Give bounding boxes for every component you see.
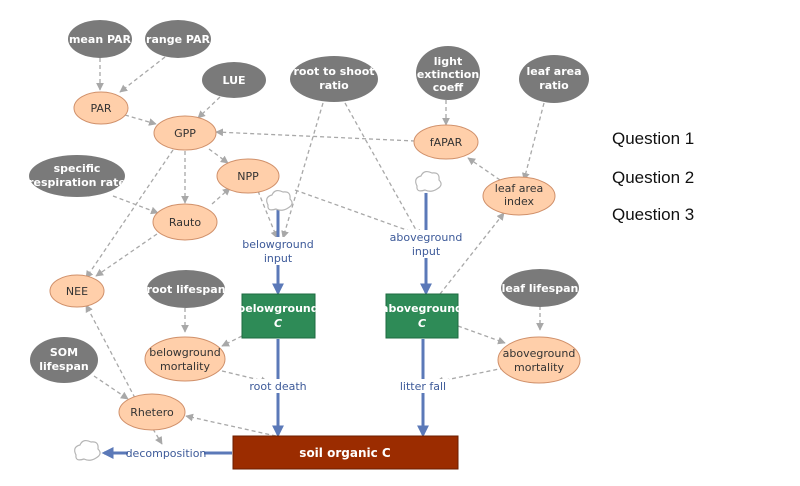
node-belowground-mortality[interactable]: belowground mortality [144,336,226,382]
param-root-lifespan[interactable]: root lifespan [146,270,226,308]
flow-label-ag-input-line1: aboveground [390,231,463,244]
question-1-link[interactable]: Question 1 [612,129,695,148]
param-specific-resp-line2: respiration rate [28,176,126,189]
node-par-label: PAR [90,102,111,115]
link-par-gpp [124,114,157,126]
link-rhetero-decomp [152,428,163,445]
pool-aboveground-c[interactable]: aboveground C [381,293,463,339]
node-nee[interactable]: NEE [49,274,105,308]
param-light-ext-line2: extinction [417,68,479,81]
node-gpp[interactable]: GPP [153,115,217,151]
link-gpp-nee [85,149,174,279]
node-rauto-label: Rauto [169,216,201,229]
param-som-lifespan-line1: SOM [50,346,78,359]
link-soil-rhetero [185,413,277,437]
flow-label-bg-input-line2: input [264,252,293,265]
node-par[interactable]: PAR [73,91,129,125]
node-leaf-area-index-line2: index [504,195,535,208]
link-leafarearatio-lai [521,102,545,181]
link-lai-fapar [467,157,501,181]
param-som-lifespan-line2: lifespan [39,360,88,373]
link-rootshoot-aginput [344,102,421,238]
node-npp-label: NPP [237,170,259,183]
node-leaf-area-index-line1: leaf area [495,182,543,195]
link-rauto-nee [95,233,158,277]
flow-label-decomposition: decomposition [126,447,207,460]
node-rauto[interactable]: Rauto [152,203,218,241]
param-som-lifespan[interactable]: SOM lifespan [30,337,98,383]
flow-label-ag-input-line2: input [412,245,441,258]
param-leaf-area-ratio[interactable]: leaf area ratio [519,55,589,103]
node-ag-mortality-line1: aboveground [503,347,576,360]
param-lue-label: LUE [222,74,245,87]
pool-aboveground-line2: C [418,317,426,330]
link-gpp-npp [208,148,229,164]
param-root-shoot-ratio-line2: ratio [319,79,349,92]
pool-belowground-c[interactable]: belowground C [237,293,319,339]
param-range-par-label: range PAR [146,33,210,46]
cloud-sink-decomposition-icon [74,439,101,461]
node-npp[interactable]: NPP [216,158,280,194]
param-lue[interactable]: LUE [202,62,266,98]
node-ag-mortality-line2: mortality [514,361,564,374]
cloud-source-aboveground-icon [415,170,442,192]
node-leaf-area-index[interactable]: leaf area index [482,176,556,216]
node-nee-label: NEE [66,285,88,298]
node-rhetero[interactable]: Rhetero [118,393,186,431]
link-fapar-gpp [215,128,416,142]
node-fapar-label: fAPAR [430,136,463,149]
link-rauto-npp [211,187,231,205]
node-fapar[interactable]: fAPAR [413,124,479,160]
param-light-ext-line3: coeff [433,81,464,94]
link-specresp-rauto [112,195,159,215]
question-3-link[interactable]: Question 3 [612,205,695,224]
flow-label-litter-fall: litter fall [400,380,446,393]
param-specific-resp-line1: specific [54,162,101,175]
pool-soil-organic-c[interactable]: soil organic C [232,435,459,470]
link-rhetero-nee [85,304,136,399]
param-specific-respiration-rate[interactable]: specific respiration rate [28,155,126,197]
link-agc-lai [439,212,505,295]
pool-soil-label: soil organic C [299,446,391,460]
flow-label-bg-input-line1: belowground [242,238,313,251]
param-root-shoot-ratio[interactable]: root to shoot ratio [290,56,378,102]
link-lue-gpp [197,96,221,119]
param-root-lifespan-label: root lifespan [146,283,225,296]
node-bg-mortality-line1: belowground [149,346,220,359]
link-rootshoot-bginput [281,102,324,239]
param-leaf-lifespan[interactable]: leaf lifespan [501,269,579,307]
link-npp-bginput [257,190,278,239]
flow-label-root-death: root death [249,380,306,393]
pool-aboveground-line1: aboveground [381,302,463,315]
param-light-ext-line1: light [434,55,463,68]
param-range-par[interactable]: range PAR [145,20,211,58]
pool-belowground-line1: belowground [237,302,318,315]
param-leaf-lifespan-label: leaf lifespan [502,282,579,295]
link-agc-agmort [457,325,506,345]
param-light-extinction-coeff[interactable]: light extinction coeff [416,46,480,100]
question-2-link[interactable]: Question 2 [612,168,695,187]
link-bgc-bgmort [221,335,243,347]
param-leaf-area-ratio-line1: leaf area [527,65,582,78]
node-rhetero-label: Rhetero [130,406,174,419]
node-gpp-label: GPP [174,127,196,140]
param-root-shoot-ratio-line1: root to shoot [293,65,374,78]
param-mean-par-label: mean PAR [69,33,132,46]
cloud-source-belowground-icon [266,189,293,211]
pool-belowground-line2: C [274,317,282,330]
link-npp-aginput [294,189,427,239]
param-mean-par[interactable]: mean PAR [68,20,132,58]
node-aboveground-mortality[interactable]: aboveground mortality [497,336,581,384]
param-leaf-area-ratio-line2: ratio [539,79,569,92]
node-bg-mortality-line2: mortality [160,360,210,373]
link-somlifespan-rhetero [93,375,129,400]
link-bgmort-rootdeath [221,370,269,385]
link-rangepar-par [119,56,166,93]
